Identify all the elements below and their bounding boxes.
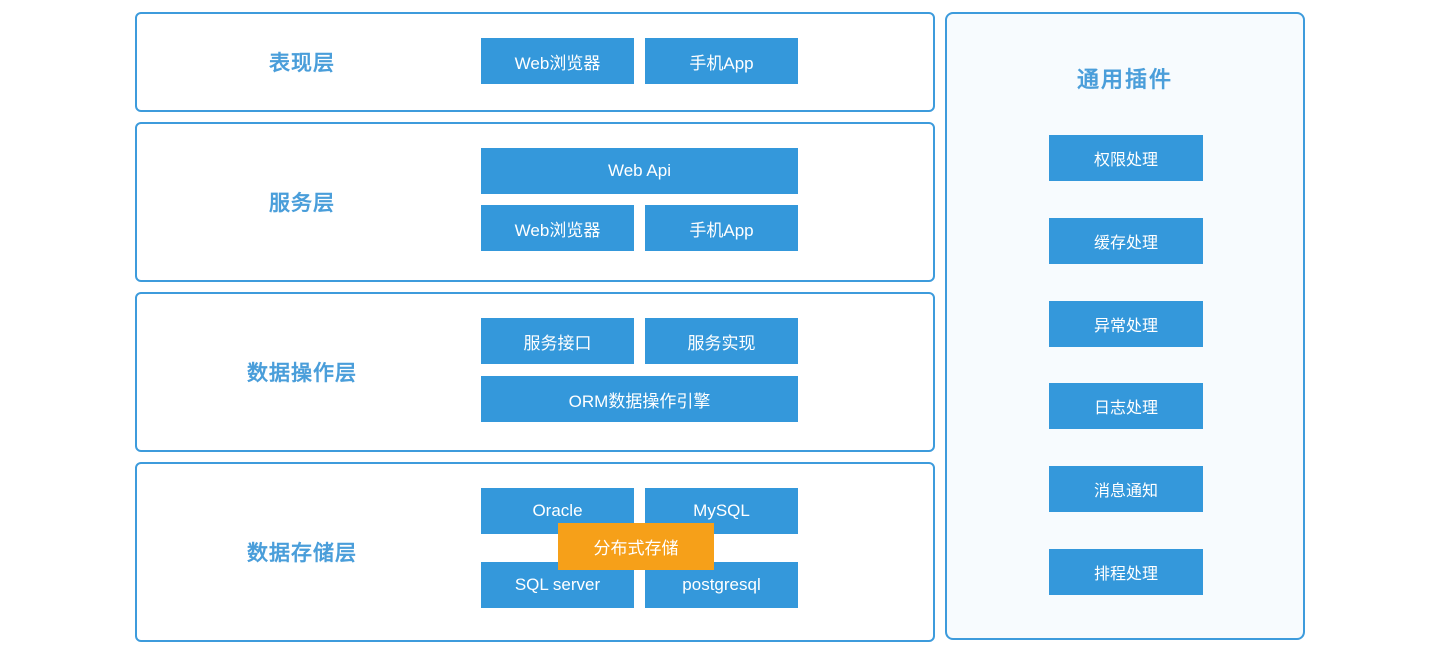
layer-data-storage: 数据存储层 Oracle MySQL SQL server postgresql… — [135, 462, 935, 642]
plugin-schedule-handling: 排程处理 — [1049, 549, 1203, 595]
box-web-browser: Web浏览器 — [481, 38, 634, 84]
box-service-interface: 服务接口 — [481, 318, 634, 364]
plugin-message-notification: 消息通知 — [1049, 466, 1203, 512]
layer-data-operation-title: 数据操作层 — [247, 362, 357, 385]
box-mobile-app: 手机App — [645, 205, 798, 251]
box-sql-server: SQL server — [481, 562, 634, 608]
plugin-permission-handling: 权限处理 — [1049, 135, 1203, 181]
panel-common-plugins: 通用插件 权限处理 缓存处理 异常处理 日志处理 消息通知 排程处理 — [945, 12, 1305, 640]
layer-data-storage-title: 数据存储层 — [247, 542, 357, 565]
box-mobile-app: 手机App — [645, 38, 798, 84]
layer-data-operation: 数据操作层 服务接口 服务实现 ORM数据操作引擎 — [135, 292, 935, 452]
plugin-exception-handling: 异常处理 — [1049, 301, 1203, 347]
plugin-cache-handling: 缓存处理 — [1049, 218, 1203, 264]
plugin-log-handling: 日志处理 — [1049, 383, 1203, 429]
box-postgresql: postgresql — [645, 562, 798, 608]
panel-common-plugins-title: 通用插件 — [1076, 67, 1173, 92]
layer-presentation: 表现层 Web浏览器 手机App — [135, 12, 935, 112]
box-service-implementation: 服务实现 — [645, 318, 798, 364]
box-web-api: Web Api — [481, 148, 798, 194]
box-orm-engine: ORM数据操作引擎 — [481, 376, 798, 422]
layer-service: 服务层 Web Api Web浏览器 手机App — [135, 122, 935, 282]
layer-presentation-title: 表现层 — [269, 52, 335, 75]
box-oracle: Oracle — [481, 488, 634, 534]
box-web-browser: Web浏览器 — [481, 205, 634, 251]
box-distributed-storage: 分布式存储 — [558, 523, 714, 570]
layer-service-title: 服务层 — [269, 192, 335, 215]
